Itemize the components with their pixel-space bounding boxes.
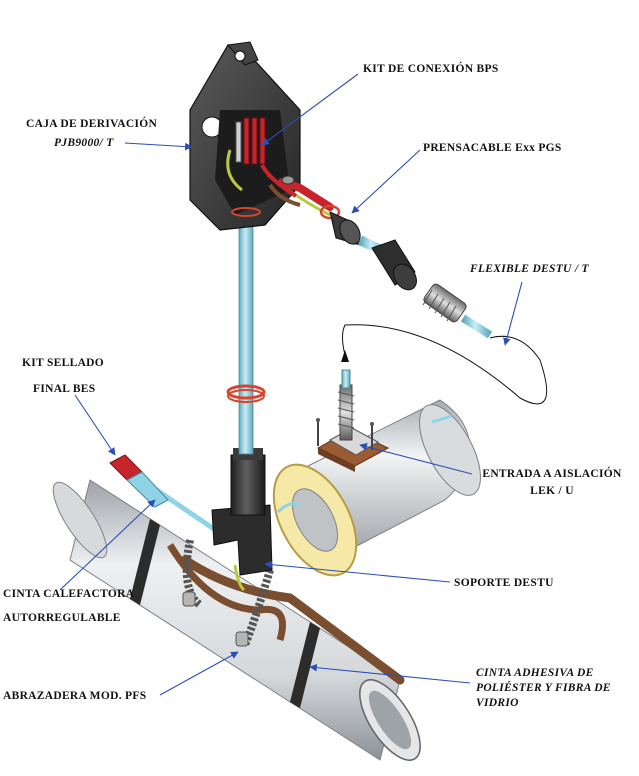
- label-flexible: FLEXIBLE DESTU / T: [470, 263, 589, 275]
- label-cinta-cal-line1: CINTA CALEFACTORA: [3, 588, 135, 600]
- riser-tube: [226, 221, 266, 455]
- label-kit-conexion: KIT DE CONEXIÓN BPS: [363, 63, 499, 75]
- pipe-clamps: [182, 539, 274, 647]
- support-destu: [211, 448, 273, 592]
- leader-cinta-cal: [59, 499, 156, 591]
- leader-flexible: [503, 281, 523, 346]
- leader-kit-conexion: [261, 73, 359, 146]
- insulated-pipe-right: [272, 399, 481, 577]
- leader-kit-sellado: [74, 394, 116, 456]
- end-seal-kit: [109, 454, 169, 508]
- flexible-conduit: [341, 283, 548, 405]
- label-kit-sellado-line1: KIT SELLADO: [22, 357, 105, 369]
- label-kit-sellado-line2: FINAL BES: [33, 383, 96, 395]
- leader-abrazadera: [159, 651, 239, 696]
- leader-cinta-adh: [309, 663, 471, 684]
- label-entrada-line2: LEK / U: [530, 485, 574, 497]
- label-cinta-adh-line1: CINTA ADHESIVA DE: [476, 667, 594, 679]
- leader-soporte: [264, 560, 451, 583]
- leader-caja: [124, 142, 193, 151]
- leader-entrada: [359, 443, 473, 475]
- label-caja-line2: PJB9000/ T: [54, 137, 114, 149]
- label-caja-line1: CAJA DE DERIVACIÓN: [26, 118, 158, 130]
- label-abrazadera: ABRAZADERA MOD. PFS: [3, 690, 147, 702]
- label-soporte: SOPORTE DESTU: [454, 577, 554, 589]
- label-entrada-line1: ENTRADA A AISLACIÓN: [482, 468, 622, 480]
- leader-lines: [59, 73, 523, 696]
- insulation-entry: [316, 369, 390, 472]
- cable-gland: [319, 204, 417, 291]
- junction-box: [189, 41, 331, 231]
- label-prensacable: PRENSACABLE Exx PGS: [423, 142, 562, 154]
- main-pipe: [52, 462, 421, 761]
- leader-prensacable: [351, 149, 421, 214]
- label-cinta-adh-line3: VIDRIO: [476, 697, 519, 709]
- label-cinta-cal-line2: AUTORREGULABLE: [3, 612, 121, 624]
- label-cinta-adh-line2: POLIÉSTER Y FIBRA DE: [476, 682, 611, 694]
- connection-kit: [268, 175, 334, 211]
